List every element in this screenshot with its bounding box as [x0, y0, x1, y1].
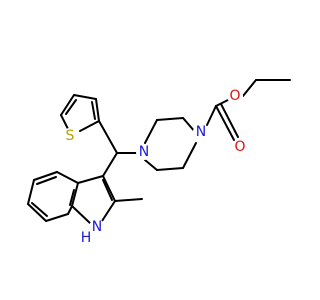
bond [65, 99, 77, 115]
bond [71, 205, 92, 225]
bond [45, 213, 69, 222]
bond [156, 117, 184, 121]
indole-nitrogen-label: N [92, 219, 102, 235]
atom-labels: S N N O O N H [62, 88, 248, 246]
bond [67, 205, 73, 215]
bond [77, 175, 104, 184]
bond [60, 94, 75, 116]
molecule-structure-canvas: S N N O O N H [27, 79, 291, 246]
bond [56, 171, 79, 184]
bond [73, 94, 97, 100]
bond [215, 99, 229, 107]
bond [206, 105, 217, 126]
bond [242, 79, 257, 97]
bond [101, 200, 116, 222]
carbonyl-oxygen-label: O [234, 139, 245, 155]
bond [98, 120, 118, 154]
bond [69, 189, 75, 206]
bond [95, 98, 100, 122]
bond [36, 176, 57, 185]
bond [102, 152, 118, 177]
bond [27, 179, 35, 205]
ester-oxygen-label: O [229, 88, 240, 104]
piperazine-nitrogen-left-label: N [139, 144, 149, 160]
bond [215, 105, 235, 141]
bond [156, 167, 184, 171]
bond [182, 142, 197, 169]
bond [144, 119, 158, 144]
bond [31, 202, 48, 217]
bond [79, 120, 100, 132]
bond [33, 171, 58, 181]
bond [144, 159, 158, 171]
bond [102, 179, 113, 201]
sulfur-atom-label: S [66, 128, 75, 144]
bond [114, 198, 143, 202]
indole-hydrogen-label: H [81, 230, 92, 246]
bond [71, 182, 79, 207]
bonds [27, 79, 291, 225]
bond [102, 175, 116, 202]
piperazine-nitrogen-right-label: N [196, 124, 206, 140]
bond [91, 101, 96, 120]
bond [220, 103, 239, 138]
bond [27, 203, 47, 222]
